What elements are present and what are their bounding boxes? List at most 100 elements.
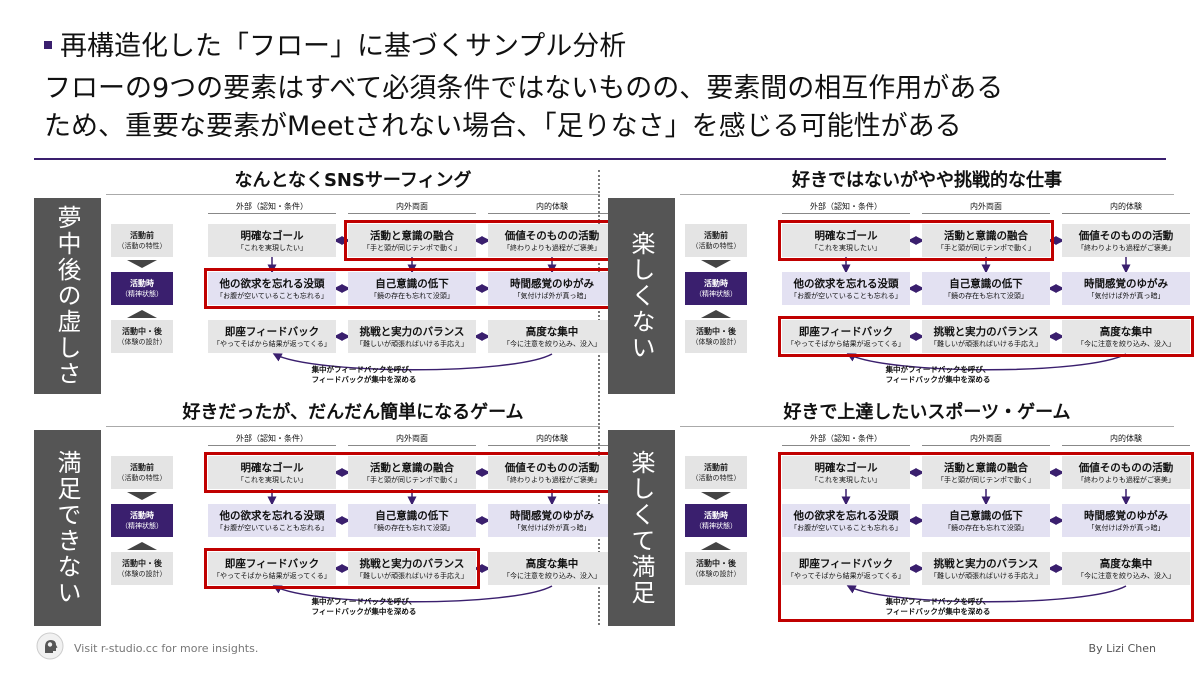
flow-element-box: 時間感覚のゆがみ「気付けば外が真っ暗」: [1062, 504, 1190, 537]
flow-element-box: 価値そのものの活動「終わりよりも過程がご褒美」: [1062, 456, 1190, 489]
feedback-loop-note: 集中がフィードバックを呼び、フィードバックが集中を深める: [878, 597, 998, 617]
flow-element-example: 「今に注意を絞り込み、没入」: [503, 571, 601, 580]
flow-element-name: 価値そのものの活動: [1078, 229, 1174, 242]
slide-title: 再構造化した「フロー」に基づくサンプル分析: [44, 30, 626, 64]
flow-element-name: 明確なゴール: [240, 229, 304, 242]
flow-element-example: 「鏡の存在も忘れて没頭」: [944, 291, 1028, 300]
flow-element-example: 「気付けば外が真っ暗」: [513, 291, 591, 300]
flow-element-example: 「鏡の存在も忘れて没頭」: [370, 291, 454, 300]
flow-element-name: 活動と意識の融合: [944, 461, 1028, 474]
flow-element-box: 高度な集中「今に注意を絞り込み、没入」: [488, 552, 616, 585]
flow-element-example: 「やってそばから結果が返ってくる」: [787, 339, 905, 348]
flow-element-box: 挑戦と実力のバランス「難しいが頑張ればいける手応え」: [922, 320, 1050, 353]
flow-element-name: 高度な集中: [1099, 557, 1153, 570]
row-label: 活動時（精神状態）: [685, 504, 747, 537]
feedback-loop-note: 集中がフィードバックを呼び、フィードバックが集中を深める: [878, 365, 998, 385]
flow-element-box: 即座フィードバック「やってそばから結果が返ってくる」: [208, 552, 336, 585]
up-triangle-icon: [127, 310, 157, 318]
row-label: 活動時（精神状態）: [685, 272, 747, 305]
row-label-main: 活動時: [704, 511, 728, 520]
flow-element-box: 明確なゴール「これを実現したい」: [208, 224, 336, 257]
column-header: 外部（認知・条件）: [782, 201, 910, 214]
flow-element-box: 活動と意識の融合「手と頭が同じテンポで動く」: [348, 224, 476, 257]
quadrant-title: 好きだったが、だんだん簡単になるゲーム: [106, 400, 600, 427]
row-label-main: 活動前: [704, 231, 728, 240]
flow-element-example: 「終わりよりも過程がご褒美」: [1077, 243, 1175, 252]
flow-element-box: 自己意識の低下「鏡の存在も忘れて没頭」: [922, 272, 1050, 305]
row-label-main: 活動中・後: [122, 327, 162, 336]
feedback-loop-note: 集中がフィードバックを呼び、フィードバックが集中を深める: [304, 365, 424, 385]
flow-element-example: 「難しいが頑張ればいける手応え」: [356, 339, 468, 348]
quadrant-4: 好きで上達したいスポーツ・ゲーム楽しくて満足外部（認知・条件）内外両面内的体験活…: [608, 400, 1194, 626]
flow-element-box: 他の欲求を忘れる没頭「お腹が空いていることも忘れる」: [208, 504, 336, 537]
column-header: 内外両面: [922, 201, 1050, 214]
column-header: 内的体験: [1062, 433, 1190, 446]
quadrant-1: なんとなくSNSサーフィング夢中後の虚しさ外部（認知・条件）内外両面内的体験活動…: [34, 168, 620, 394]
loop-note-line-2: フィードバックが集中を深める: [885, 375, 991, 384]
quadrant-verdict-label: 楽しくて満足: [608, 430, 675, 626]
quadrant-title: なんとなくSNSサーフィング: [106, 168, 600, 195]
down-triangle-icon: [127, 492, 157, 500]
vertical-divider: [598, 170, 600, 625]
flow-element-name: 挑戦と実力のバランス: [359, 557, 465, 570]
quadrant-verdict-text: 満足できない: [53, 450, 81, 606]
column-header: 内的体験: [488, 201, 616, 214]
flow-element-example: 「今に注意を絞り込み、没入」: [1077, 339, 1175, 348]
quadrant-verdict-text: 楽しくない: [627, 231, 655, 361]
flow-element-box: 他の欲求を忘れる没頭「お腹が空いていることも忘れる」: [782, 504, 910, 537]
highlight-frame: [778, 316, 1194, 357]
row-label: 活動前（活動の特性）: [111, 456, 173, 489]
row-label-main: 活動時: [130, 511, 154, 520]
flow-element-example: 「終わりよりも過程がご褒美」: [503, 243, 601, 252]
flow-element-box: 価値そのものの活動「終わりよりも過程がご褒美」: [1062, 224, 1190, 257]
flow-element-box: 即座フィードバック「やってそばから結果が返ってくる」: [208, 320, 336, 353]
flow-element-name: 即座フィードバック: [224, 557, 320, 570]
flow-element-example: 「気付けば外が真っ暗」: [1087, 291, 1165, 300]
quadrant-verdict-label: 夢中後の虚しさ: [34, 198, 101, 394]
subtitle-line-2: ため、重要な要素がMeetされない場合、「足りなさ」を感じる可能性がある: [44, 111, 962, 142]
row-label-sub: （活動の特性）: [117, 242, 167, 250]
flow-element-example: 「これを実現したい」: [811, 475, 881, 484]
highlight-frame: [204, 548, 480, 589]
flow-element-example: 「これを実現したい」: [237, 475, 307, 484]
row-label: 活動前（活動の特性）: [685, 456, 747, 489]
flow-element-box: 挑戦と実力のバランス「難しいが頑張ればいける手応え」: [348, 320, 476, 353]
flow-element-box: 明確なゴール「これを実現したい」: [782, 456, 910, 489]
flow-element-name: 時間感覚のゆがみ: [510, 509, 594, 522]
flow-element-box: 時間感覚のゆがみ「気付けば外が真っ暗」: [488, 272, 616, 305]
highlight-frame: [778, 220, 1054, 261]
flow-element-example: 「手と頭が同じテンポで動く」: [363, 243, 461, 252]
loop-note-line-2: フィードバックが集中を深める: [311, 607, 417, 616]
flow-element-name: 価値そのものの活動: [1078, 461, 1174, 474]
flow-element-example: 「鏡の存在も忘れて没頭」: [370, 523, 454, 532]
flow-element-box: 価値そのものの活動「終わりよりも過程がご褒美」: [488, 224, 616, 257]
flow-element-box: 他の欲求を忘れる没頭「お腹が空いていることも忘れる」: [782, 272, 910, 305]
column-header: 内的体験: [488, 433, 616, 446]
flow-element-example: 「今に注意を絞り込み、没入」: [503, 339, 601, 348]
flow-element-example: 「手と頭が同じテンポで動く」: [937, 243, 1035, 252]
flow-element-name: 他の欲求を忘れる没頭: [793, 509, 899, 522]
flow-element-example: 「鏡の存在も忘れて没頭」: [944, 523, 1028, 532]
flow-element-example: 「お腹が空いていることも忘れる」: [790, 523, 902, 532]
row-label-main: 活動時: [130, 279, 154, 288]
row-label: 活動中・後（体験の設計）: [685, 320, 747, 353]
flow-element-example: 「今に注意を絞り込み、没入」: [1077, 571, 1175, 580]
flow-element-name: 明確なゴール: [240, 461, 304, 474]
feedback-loop-note: 集中がフィードバックを呼び、フィードバックが集中を深める: [304, 597, 424, 617]
column-header: 内外両面: [348, 433, 476, 446]
flow-element-name: 明確なゴール: [814, 461, 878, 474]
highlight-frame: [204, 268, 620, 309]
flow-element-box: 活動と意識の融合「手と頭が同じテンポで動く」: [922, 224, 1050, 257]
flow-element-name: 高度な集中: [525, 325, 579, 338]
highlight-frame: [778, 452, 1194, 622]
flow-element-name: 自己意識の低下: [375, 509, 449, 522]
flow-element-box: 活動と意識の融合「手と頭が同じテンポで動く」: [922, 456, 1050, 489]
flow-element-box: 価値そのものの活動「終わりよりも過程がご褒美」: [488, 456, 616, 489]
flow-element-example: 「やってそばから結果が返ってくる」: [787, 571, 905, 580]
row-label: 活動中・後（体験の設計）: [111, 320, 173, 353]
flow-element-name: 活動と意識の融合: [370, 229, 454, 242]
row-label-sub: （精神状態）: [121, 522, 163, 530]
flow-element-name: 明確なゴール: [814, 229, 878, 242]
loop-note-line-2: フィードバックが集中を深める: [311, 375, 417, 384]
flow-element-name: 即座フィードバック: [798, 557, 894, 570]
